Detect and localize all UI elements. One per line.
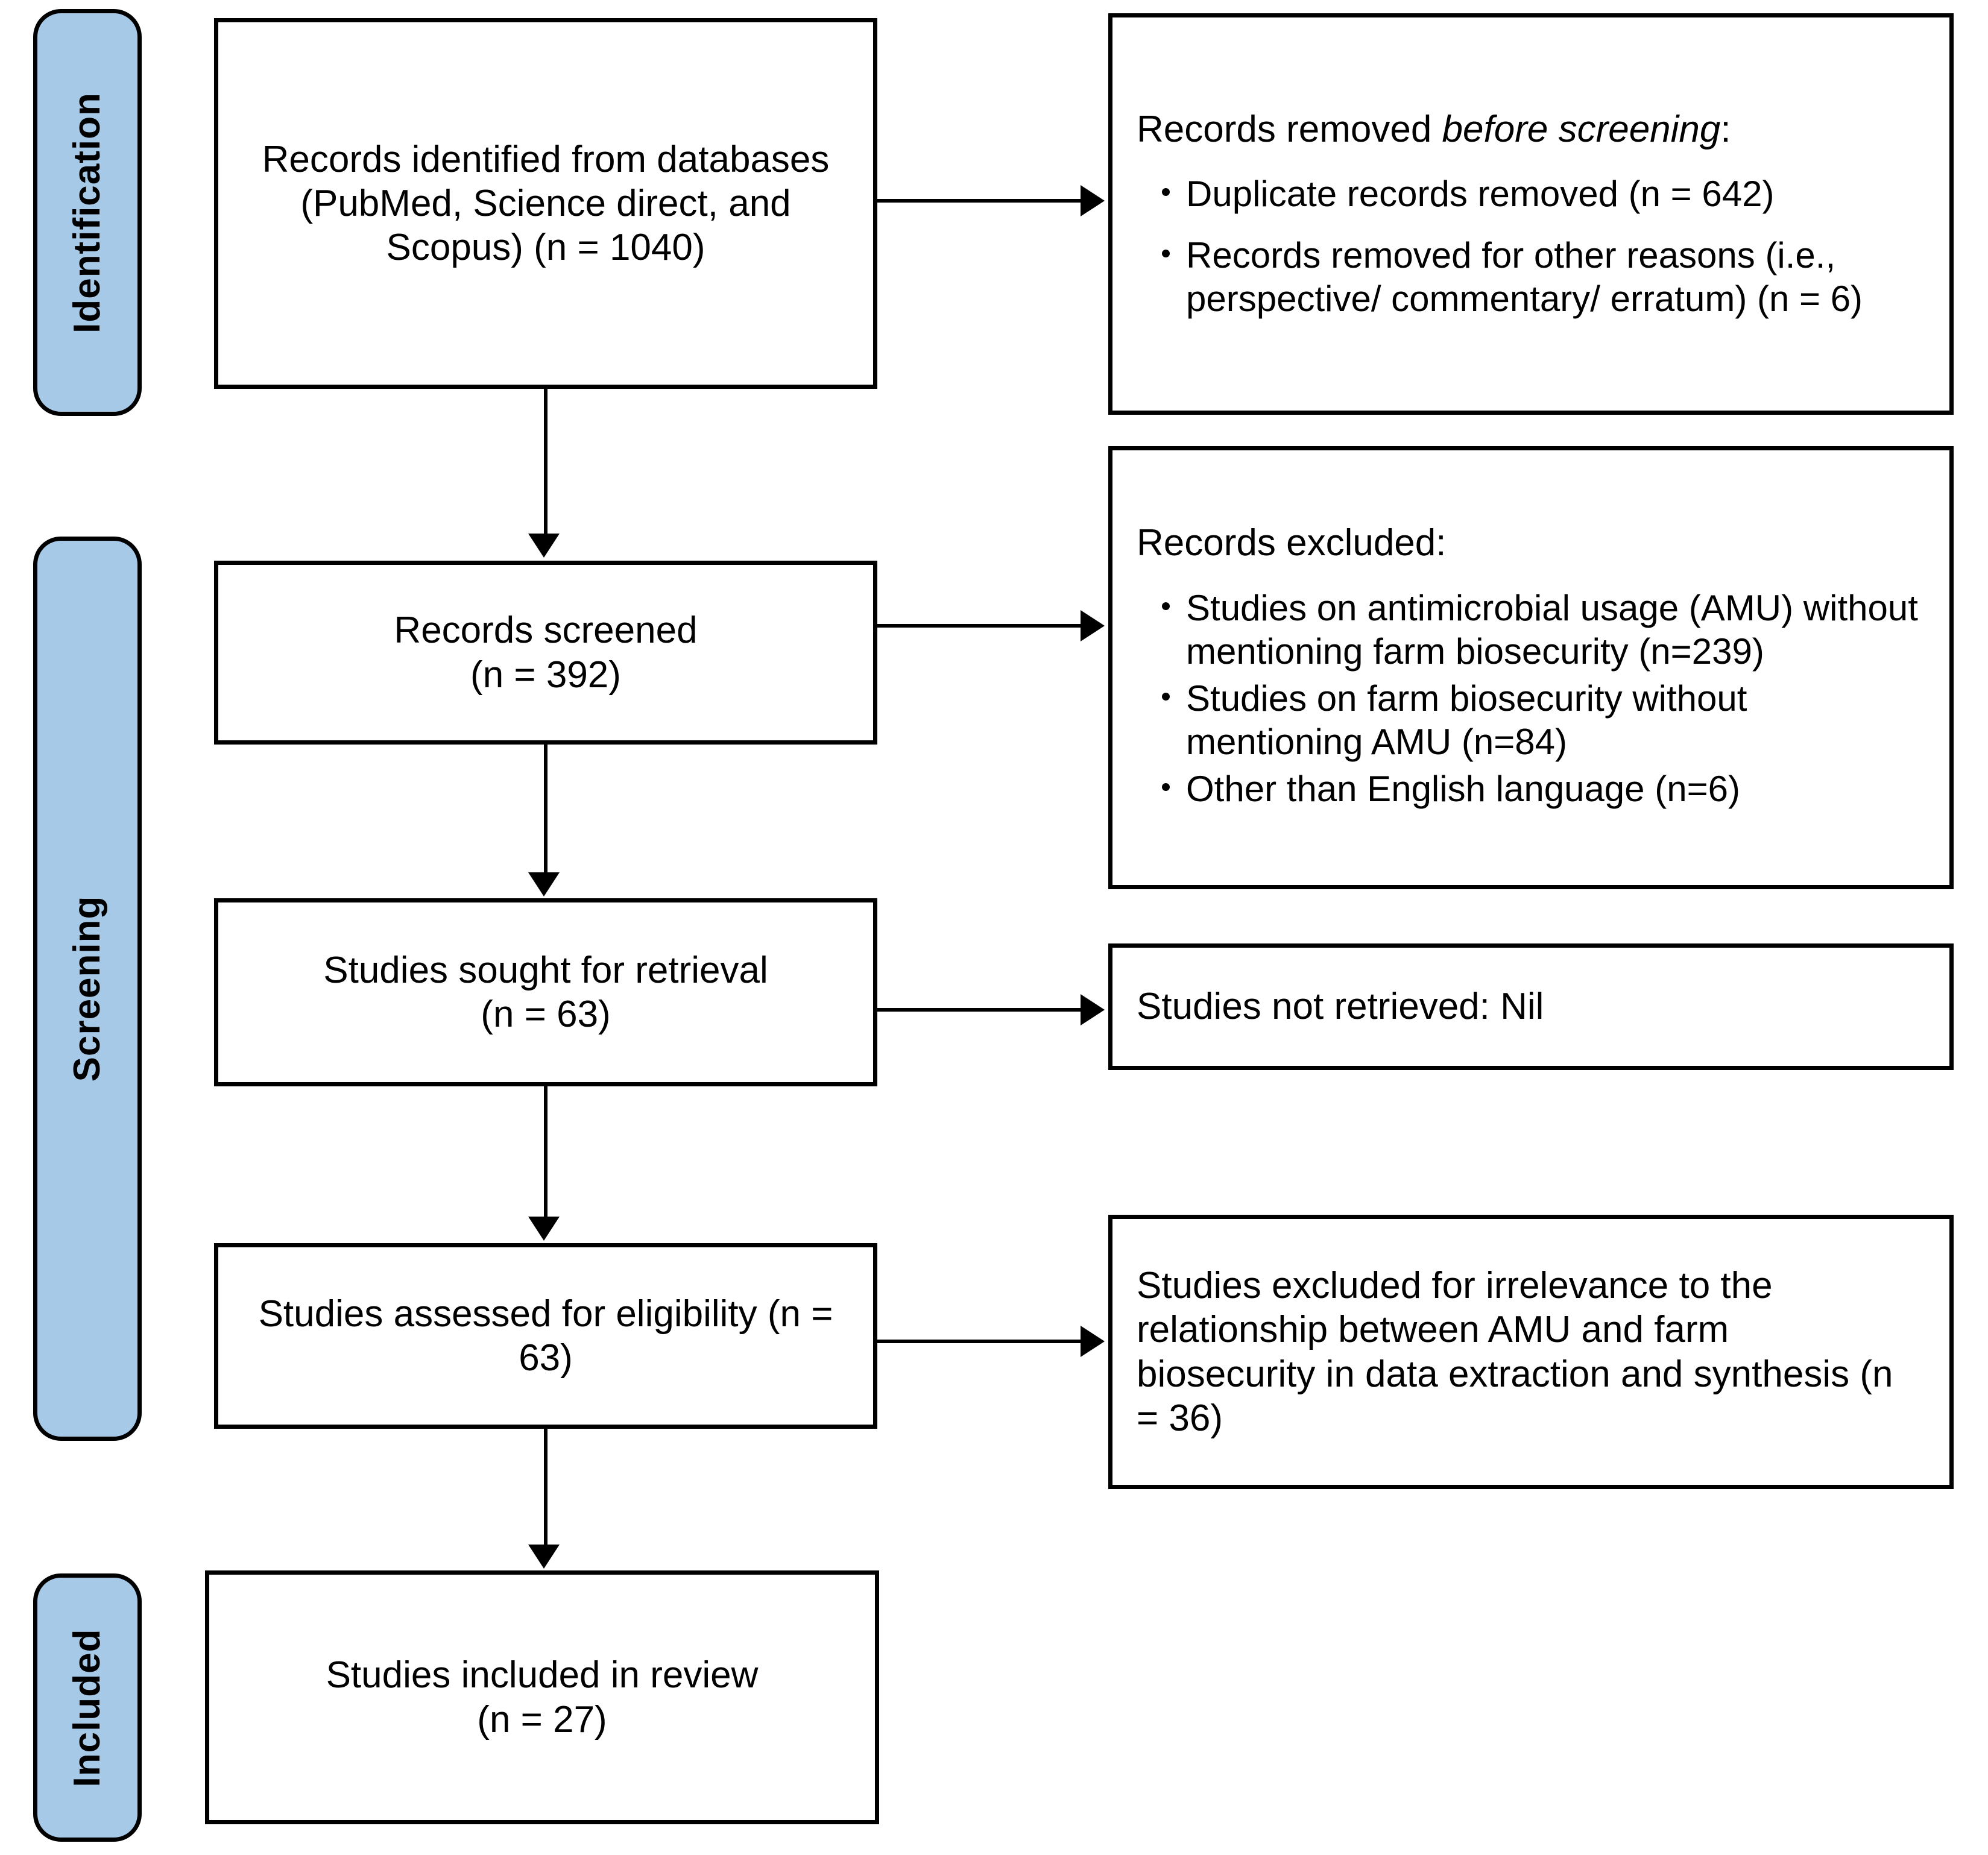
phase-label-included: Included [66,1628,108,1787]
connector-line-sought-to-assessed [544,1086,547,1219]
list-item: Records removed for other reasons (i.e.,… [1160,234,1931,321]
phase-label-identification: Identification [66,92,108,333]
box-studies-not-retrieved: Studies not retrieved: Nil [1108,943,1954,1070]
connector-arrow-sought-to-assessed [528,1217,560,1241]
connector-arrow-assessed-to-included [528,1545,560,1569]
box-records-removed-before-screening: Records removed before screening: Duplic… [1108,13,1954,415]
records-removed-bullet-list: Duplicate records removed (n = 642) Reco… [1112,172,1949,321]
records-removed-heading-emphasis: before screening [1442,108,1721,150]
box-studies-included-line1: Studies included in review [326,1654,759,1696]
box-studies-included-line2: (n = 27) [477,1698,607,1740]
records-removed-heading-suffix: : [1720,108,1731,150]
records-excluded-heading: Records excluded: [1137,522,1447,564]
connector-line-assessed-to-included [544,1429,547,1546]
list-item: Studies on farm biosecurity without ment… [1160,677,1931,764]
phase-pill-included: Included [33,1573,142,1842]
connector-line-identified-to-screened [544,389,547,537]
records-excluded-bullet-list: Studies on antimicrobial usage (AMU) wit… [1112,587,1949,814]
phase-label-screening: Screening [66,895,108,1082]
connector-arrow-assessed-to-excluded-irrelevance [1081,1326,1105,1357]
box-records-identified: Records identified from databases (PubMe… [214,18,877,389]
records-removed-heading-prefix: Records removed [1137,108,1442,150]
list-item: Studies on antimicrobial usage (AMU) wit… [1160,587,1931,673]
list-item: Other than English language (n=6) [1160,767,1931,811]
box-studies-assessed: Studies assessed for eligibility (n = 63… [214,1243,877,1429]
connector-arrow-identified-to-screened [528,534,560,558]
connector-arrow-sought-to-not-retrieved [1081,994,1105,1025]
phase-pill-screening: Screening [33,537,142,1441]
box-records-screened-line2: (n = 392) [470,654,621,696]
connector-line-screened-to-sought [544,745,547,874]
connector-line-screened-to-excluded [876,624,1083,628]
box-records-identified-text: Records identified from databases (PubMe… [262,138,830,269]
box-records-screened: Records screened (n = 392) [214,561,877,745]
records-removed-heading: Records removed before screening: [1112,107,1731,152]
box-studies-included: Studies included in review (n = 27) [205,1570,879,1824]
box-studies-sought-line2: (n = 63) [481,994,611,1035]
box-records-screened-line1: Records screened [394,609,698,652]
connector-line-identified-to-removed [876,199,1083,203]
box-studies-not-retrieved-text: Studies not retrieved: Nil [1137,986,1544,1028]
box-studies-sought: Studies sought for retrieval (n = 63) [214,898,877,1086]
box-studies-sought-line1: Studies sought for retrieval [323,949,768,991]
box-studies-assessed-text: Studies assessed for eligibility (n = 63… [258,1293,833,1379]
phase-pill-identification: Identification [33,9,142,416]
connector-arrow-screened-to-sought [528,872,560,896]
connector-line-sought-to-not-retrieved [876,1008,1083,1012]
connector-line-assessed-to-excluded-irrelevance [876,1340,1083,1343]
box-records-excluded: Records excluded: Studies on antimicrobi… [1108,446,1954,889]
connector-arrow-identified-to-removed [1081,185,1105,216]
box-studies-excluded-irrelevance-text: Studies excluded for irrelevance to the … [1137,1265,1893,1439]
box-studies-excluded-irrelevance: Studies excluded for irrelevance to the … [1108,1215,1954,1489]
list-item: Duplicate records removed (n = 642) [1160,172,1931,216]
connector-arrow-screened-to-excluded [1081,610,1105,641]
